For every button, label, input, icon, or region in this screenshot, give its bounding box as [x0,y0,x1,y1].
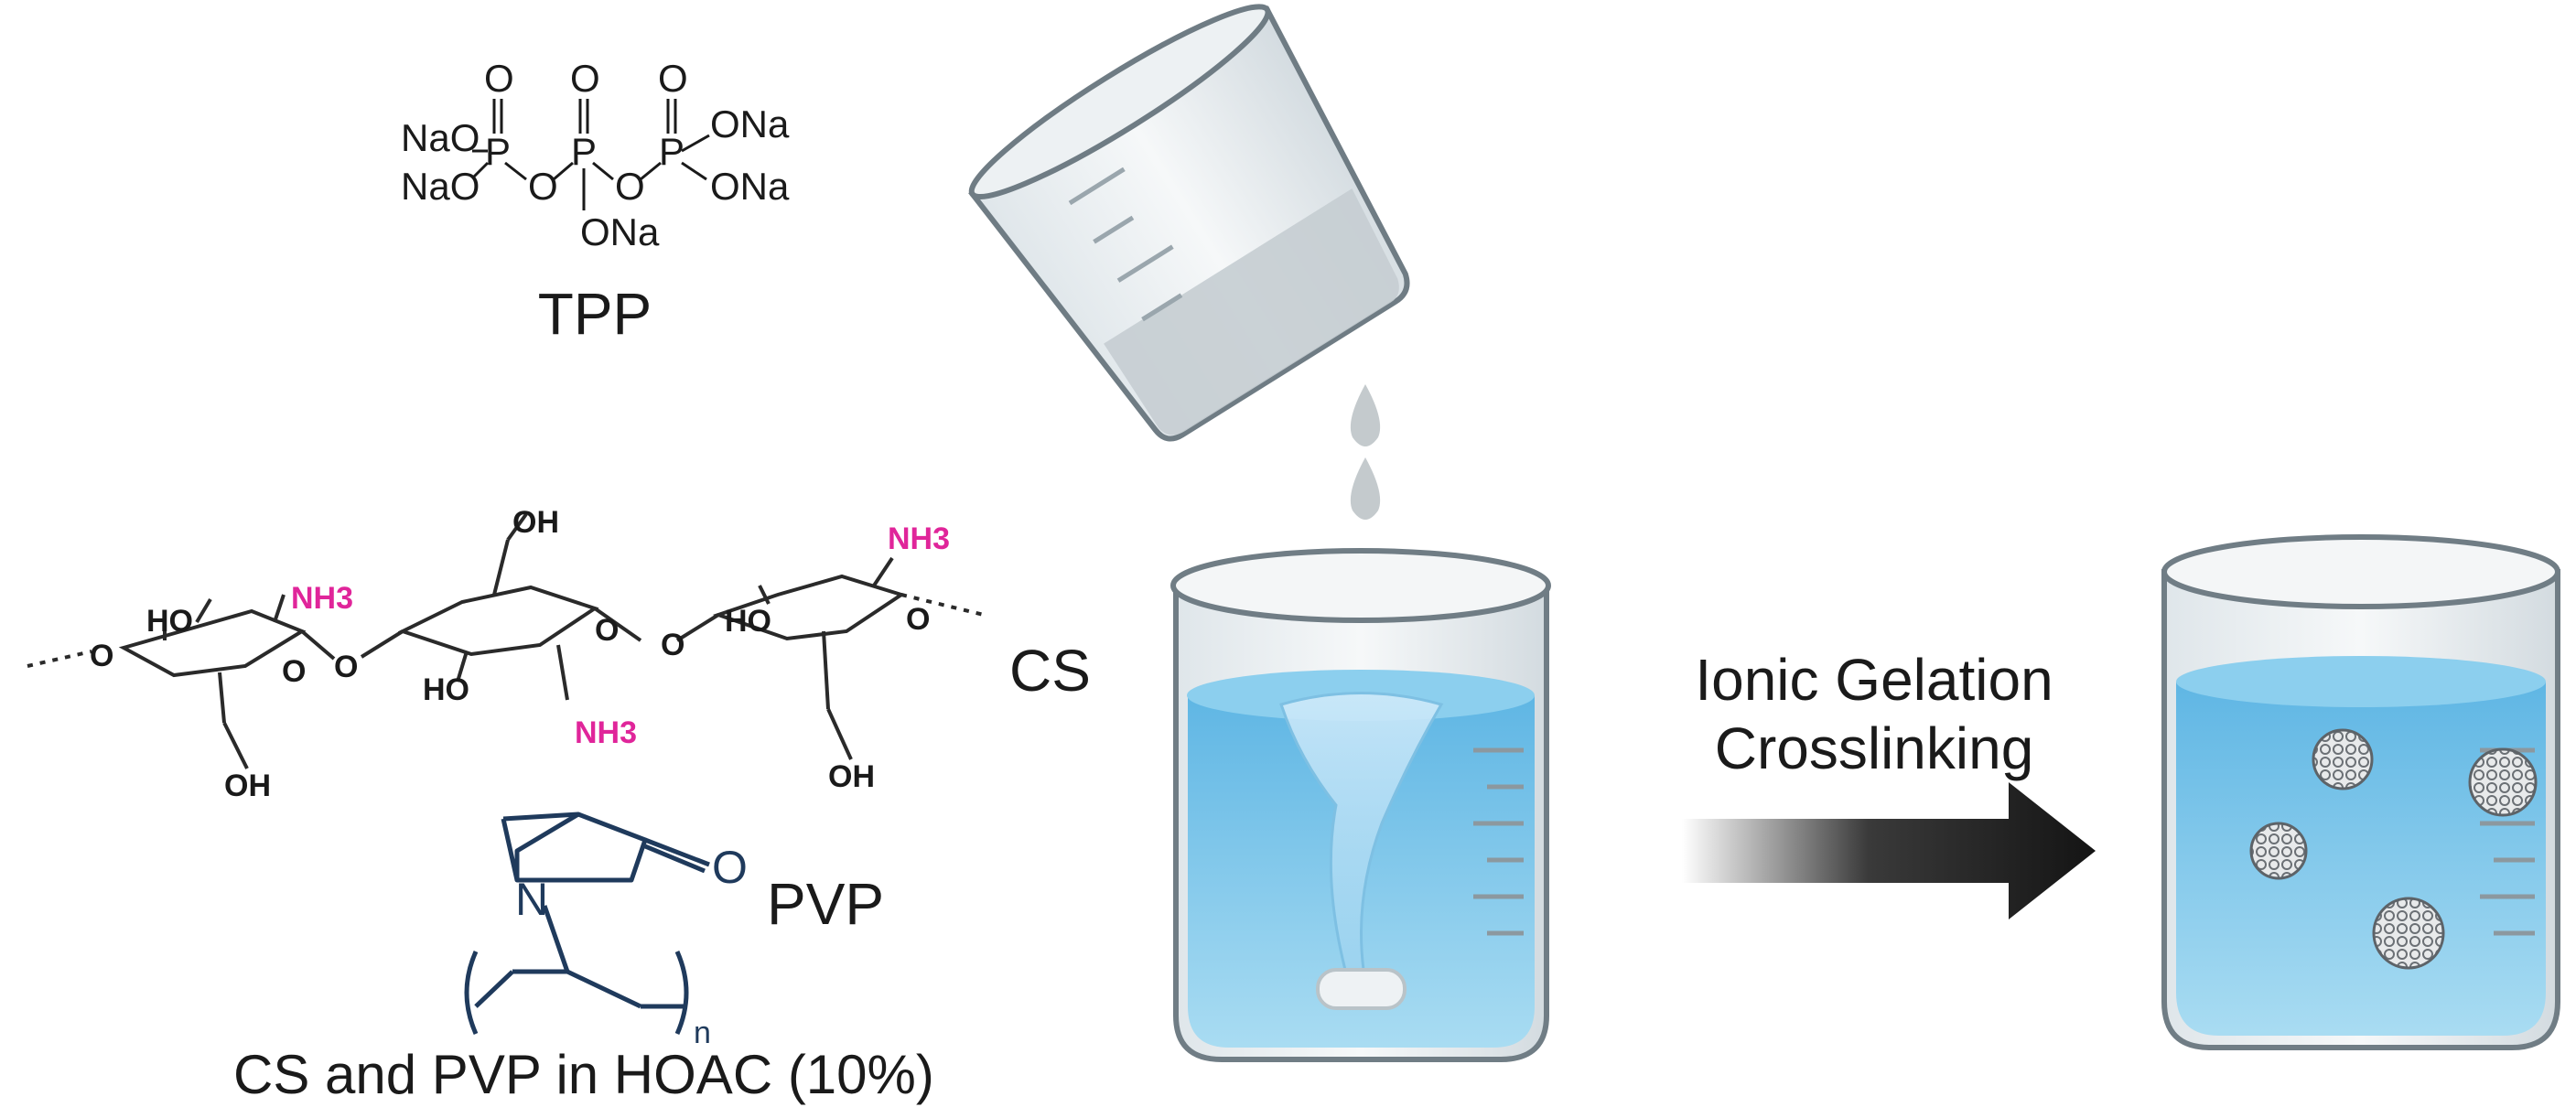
cs-nh3-2: NH3 [575,715,637,750]
tpp-nao-2: NaO [401,165,480,208]
tpp-p-3: P [659,130,684,173]
cs-link-o-2: O [661,628,684,662]
chitosan-structure: O HO O OH O OH HO O O HO O OH NH3 NH3 NH… [27,505,1091,803]
cs-ring1-o: O [90,639,113,673]
tpp-o-bridge-2: O [615,165,645,208]
tpp-o-top-1: O [484,57,514,100]
tpp-p-1: P [485,130,511,173]
pvp-o-atom: O [712,842,748,893]
droplets [1351,384,1380,520]
arrow-shape [1682,782,2096,919]
cs-ring-o-1: O [282,654,306,689]
caption: CS and PVP in HOAC (10%) [233,1044,934,1105]
cs-oh-bottom-right: OH [828,759,875,794]
particle [2313,730,2372,789]
particle [2470,749,2536,815]
cs-oh-top: OH [512,505,559,540]
pvp-label: PVP [767,871,884,937]
particle [2251,823,2306,878]
tpp-nao-1: NaO [401,116,480,159]
cs-ho-left: HO [146,604,193,639]
stirring-beaker [1173,551,1548,1059]
arrow-label-line1: Ionic Gelation [1695,647,2053,713]
tpp-ona-2: ONa [710,165,790,208]
tpp-label: TPP [538,281,652,347]
cs-ho-right: HO [725,604,771,639]
cs-ring-o-2: O [595,613,619,648]
tpp-structure: NaO NaO O P O O P ONa O O P ONa ONa TPP [401,57,790,347]
pvp-structure: N O n PVP [467,814,884,1050]
arrow-label-line2: Crosslinking [1715,715,2034,781]
product-beaker [2164,537,2558,1048]
pvp-n-atom: N [515,874,548,925]
cs-nh3-3: NH3 [888,521,950,556]
tpp-p-2: P [571,130,597,173]
cs-ring-o-3: O [906,602,930,637]
cs-label: CS [1009,638,1091,704]
cs-link-o-1: O [334,650,358,684]
reaction-arrow: Ionic Gelation Crosslinking [1682,647,2096,919]
cs-oh-bottom-left: OH [224,769,271,803]
cs-nh3-1: NH3 [291,581,353,616]
tpp-o-bridge-1: O [528,165,558,208]
tpp-o-top-3: O [658,57,688,100]
cs-ho-mid: HO [423,672,469,707]
tpp-ona-3: ONa [580,210,660,253]
tpp-o-top-2: O [570,57,600,100]
particle [2374,898,2443,968]
tpp-ona-1: ONa [710,102,790,145]
